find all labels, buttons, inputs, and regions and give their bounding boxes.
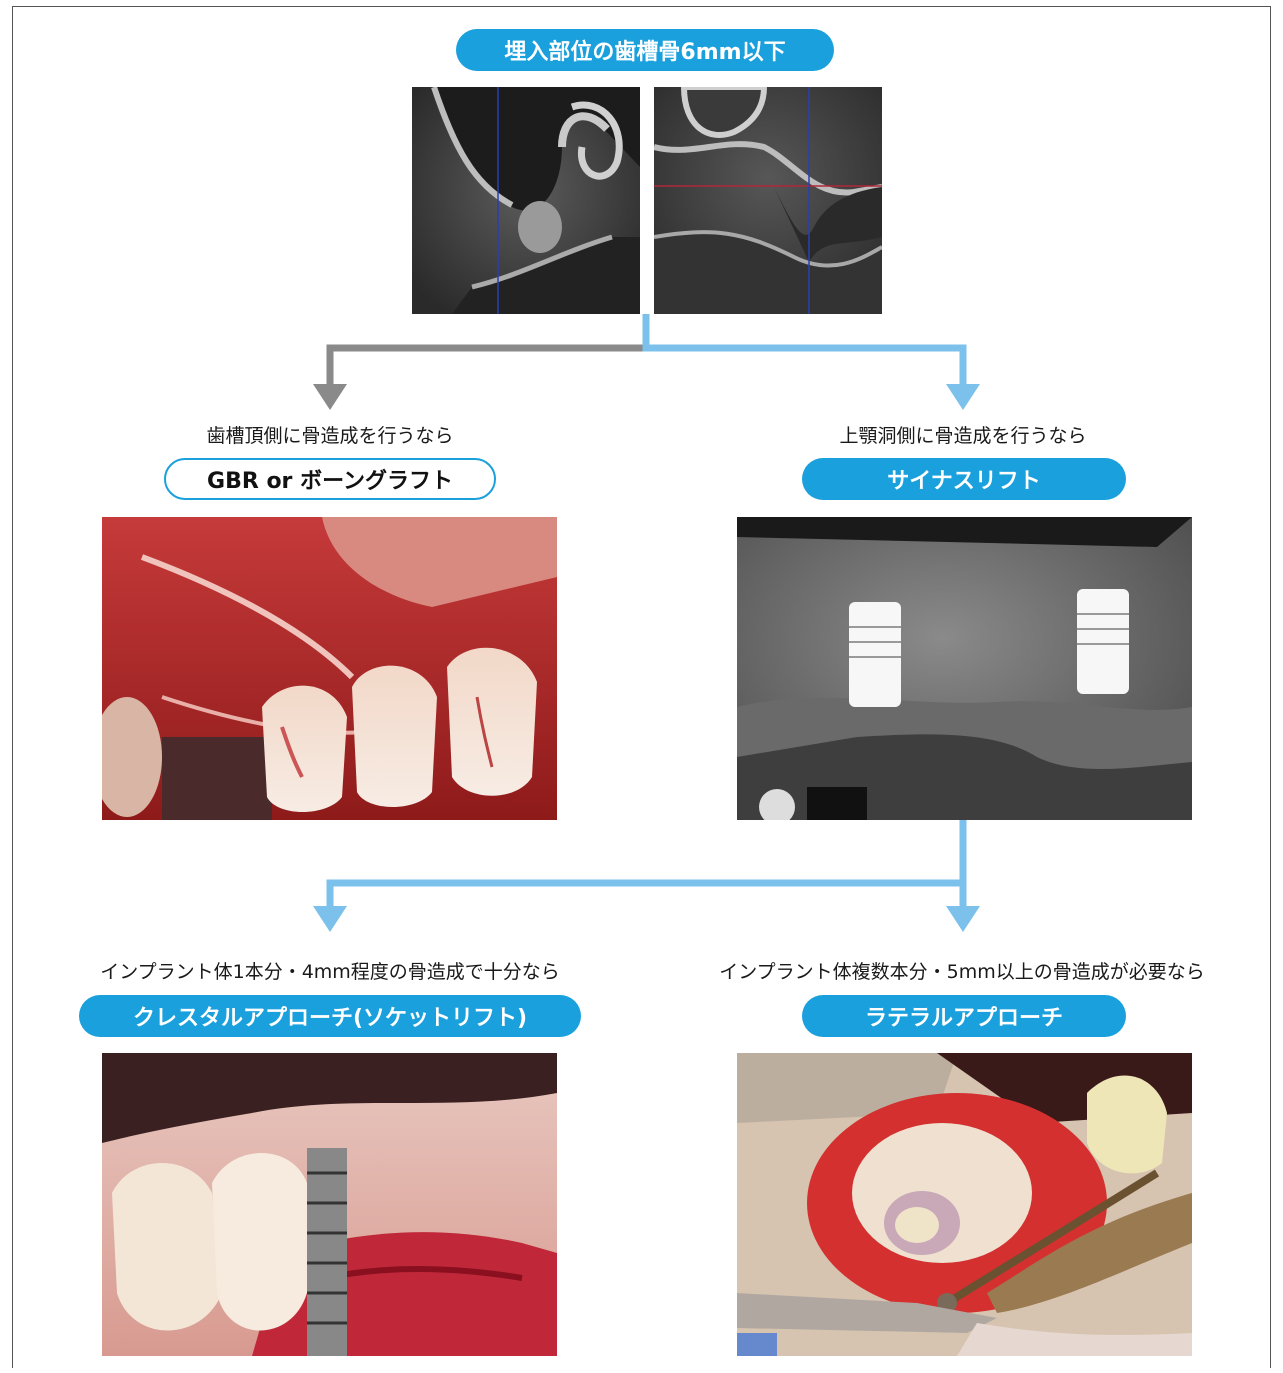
top-title-pill: 埋入部位の歯槽骨6mm以下	[456, 29, 834, 71]
condition-right: 上顎洞側に骨造成を行うなら	[773, 421, 1153, 448]
arrow-gray-left-head	[313, 384, 347, 410]
procedure-sinus-lift-pill: サイナスリフト	[802, 458, 1126, 500]
photo-gbr	[102, 517, 557, 820]
condition-sub-right: インプラント体複数本分・5mm以上の骨造成が必要なら	[672, 957, 1252, 984]
arrow-blue-sub-left	[330, 820, 963, 910]
procedure-sinus-lift: サイナスリフト	[887, 463, 1041, 495]
photo-lateral-approach	[737, 1053, 1192, 1356]
procedure-lateral-pill: ラテラルアプローチ	[802, 995, 1126, 1037]
procedure-gbr: GBR or ボーングラフト	[207, 463, 453, 495]
condition-sub-left: インプラント体1本分・4mm程度の骨造成で十分なら	[40, 957, 620, 984]
arrow-blue-right-head	[946, 384, 980, 410]
arrow-gray-left	[330, 348, 646, 388]
procedure-lateral: ラテラルアプローチ	[865, 1000, 1063, 1032]
procedure-gbr-pill: GBR or ボーングラフト	[164, 458, 496, 500]
procedure-crestal: クレスタルアプローチ(ソケットリフト)	[133, 1000, 527, 1032]
procedure-crestal-pill: クレスタルアプローチ(ソケットリフト)	[79, 995, 581, 1037]
ct-image-sinus-lift	[737, 517, 1192, 820]
photo-crestal-approach	[102, 1053, 557, 1356]
condition-left: 歯槽頂側に骨造成を行うなら	[140, 421, 520, 448]
arrow-blue-sub-left-head	[313, 906, 347, 932]
ct-image-sagittal	[654, 87, 882, 314]
arrow-blue-right	[646, 314, 963, 388]
top-title: 埋入部位の歯槽骨6mm以下	[504, 34, 785, 66]
ct-image-coronal	[412, 87, 640, 314]
arrow-blue-sub-right-head	[946, 906, 980, 932]
